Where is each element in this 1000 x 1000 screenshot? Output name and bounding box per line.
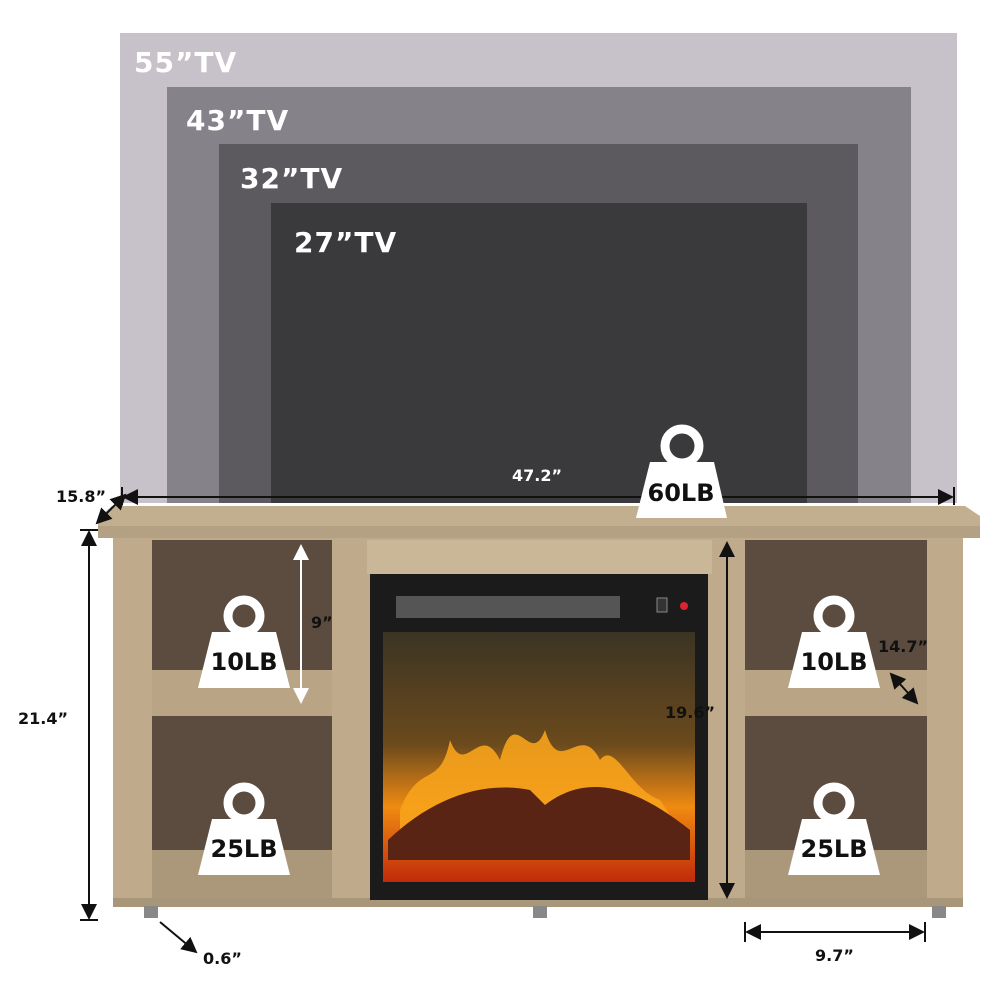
foot-height-label: 0.6” xyxy=(203,949,242,968)
tv-43-label: 43”TV xyxy=(186,104,289,137)
weight-icon-left-lower: 25LB xyxy=(198,782,290,875)
weight-icon-right-lower: 25LB xyxy=(788,782,880,875)
tv-27-outline xyxy=(271,203,807,503)
weight-label-left-lower: 25LB xyxy=(211,835,278,863)
weight-label-left-upper: 10LB xyxy=(211,648,278,676)
height-label: 21.4” xyxy=(18,709,68,728)
shelf-width-label: 9.7” xyxy=(815,946,854,965)
weight-icon-right-upper: 10LB xyxy=(788,595,880,688)
logs xyxy=(388,786,690,860)
depth-label: 15.8” xyxy=(56,487,106,506)
depth-dimension-line xyxy=(95,493,127,525)
tv-55-label: 55”TV xyxy=(134,46,237,79)
fireplace-height-label: 19.6” xyxy=(665,703,715,722)
weight-icon-top: 60LB xyxy=(636,424,727,518)
width-label: 47.2” xyxy=(512,466,562,485)
tv-32-label: 32”TV xyxy=(240,162,343,195)
power-switch-icon xyxy=(656,597,668,613)
weight-label-right-lower: 25LB xyxy=(801,835,868,863)
foot-height-line xyxy=(159,921,198,954)
weight-icon-left-upper: 10LB xyxy=(198,595,290,688)
indicator-light-icon xyxy=(680,602,688,610)
foot-left xyxy=(144,906,158,918)
shelf-height-label: 9” xyxy=(311,613,333,632)
foot-center xyxy=(533,906,547,918)
center-top-panel xyxy=(367,540,712,574)
top-slab-edge xyxy=(98,526,980,538)
shelf-depth-line xyxy=(889,672,919,705)
weight-label-right-upper: 10LB xyxy=(801,648,868,676)
tv-27-label: 27”TV xyxy=(294,226,397,259)
weight-label-top: 60LB xyxy=(648,479,715,507)
shelf-depth-label: 14.7” xyxy=(878,637,928,656)
base-rail xyxy=(113,898,963,907)
foot-right xyxy=(932,906,946,918)
fireplace-heater-vent xyxy=(396,596,620,618)
